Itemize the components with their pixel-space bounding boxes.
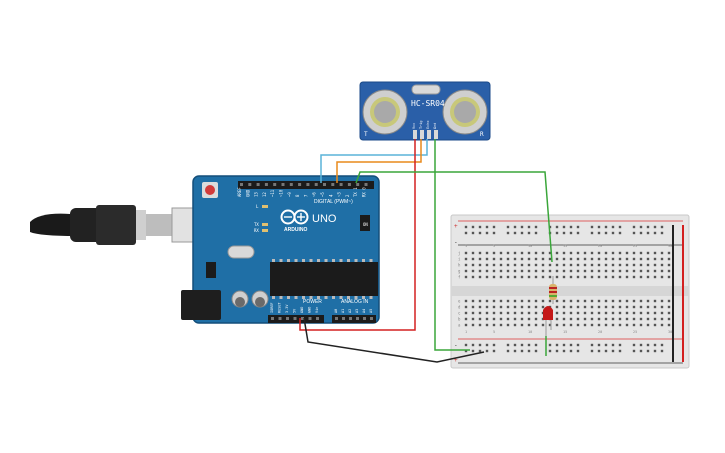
power-pin-label: 3.3V: [285, 304, 289, 313]
analog-pin-label: A4: [362, 309, 366, 313]
digital-pin-label: 13: [254, 192, 259, 197]
row-letter: c: [458, 311, 461, 316]
power-pin-label: IOREF: [270, 302, 274, 313]
power-jack: [181, 290, 221, 320]
analog-pin-label: A3: [355, 309, 359, 313]
analog-pin-label: A1: [341, 309, 345, 313]
digital-pin-label: 7: [303, 194, 308, 197]
column-number: 5: [493, 330, 495, 334]
wire-echo: [320, 139, 428, 183]
column-number: 15: [563, 244, 567, 248]
digital-pin-label: AREF: [237, 187, 242, 197]
analog-label: ANALOG IN: [341, 299, 369, 305]
sensor-model-label: HC-SR04: [411, 99, 445, 108]
wire-vcc: [299, 139, 416, 331]
digital-pin-label: ~9: [287, 192, 292, 197]
digital-pin-label: TX 1: [353, 187, 358, 197]
column-number: 5: [493, 244, 495, 248]
sensor-r-label: R: [480, 131, 484, 138]
row-letter: e: [458, 299, 461, 304]
row-letter: a: [458, 323, 461, 328]
column-number: 20: [598, 244, 602, 248]
analog-pin-label: A0: [334, 309, 338, 313]
power-pin-label: RESET: [278, 302, 282, 313]
analog-pin-label: A2: [348, 309, 352, 313]
row-letter: j: [458, 251, 460, 256]
row-letter: d: [458, 305, 461, 310]
sensor-pin-label: Gnd: [433, 123, 437, 129]
digital-label: DIGITAL (PWM~): [314, 199, 353, 205]
on-label: ON: [363, 222, 368, 227]
digital-pin-label: 4: [328, 194, 333, 197]
sensor-pin-label: Echo: [426, 121, 430, 129]
digital-pin-label: ~6: [312, 192, 317, 197]
wire-sensor-gnd: [434, 139, 470, 351]
digital-header: [238, 181, 374, 189]
digital-pin-label: ~5: [320, 192, 325, 197]
power-label: POWER: [303, 299, 322, 305]
sensor-t-label: T: [364, 131, 368, 138]
analog-header: [332, 315, 376, 323]
power-pin-label: 5V: [293, 308, 297, 313]
microcontroller-chip: [270, 262, 378, 296]
row-letter: h: [458, 263, 461, 268]
column-number: 25: [633, 330, 637, 334]
digital-pin-label: 12: [262, 192, 267, 197]
column-number: 15: [563, 330, 567, 334]
usb-cable: [30, 205, 199, 245]
digital-pin-label: ~10: [279, 189, 284, 197]
column-number: 10: [528, 330, 532, 334]
receiver: [442, 89, 488, 135]
digital-pin-label: ~3: [337, 192, 342, 197]
column-number: 10: [528, 244, 532, 248]
column-number: 1: [465, 244, 467, 248]
wire-gnd: [303, 317, 485, 363]
power-pin-label: Vin: [315, 307, 319, 313]
led: [543, 306, 553, 336]
column-number: 30: [668, 244, 672, 248]
power-pin-label: GND: [300, 307, 304, 313]
rail-plus-bottom: +: [454, 357, 458, 364]
power-pin-label: GND: [308, 307, 312, 313]
digital-pin-label: RX 0: [362, 187, 367, 197]
row-letter: i: [458, 257, 461, 262]
wire-led: [355, 171, 553, 263]
digital-pin-label: GND: [245, 189, 250, 197]
tx-label: TX: [254, 222, 259, 227]
row-letter: b: [458, 317, 461, 322]
sensor-pin-label: Vcc: [412, 123, 416, 129]
digital-pin-label: 2: [345, 194, 350, 197]
analog-pin-label: A5: [369, 309, 373, 313]
column-number: 20: [598, 330, 602, 334]
column-number: 1: [465, 330, 467, 334]
wires: [299, 139, 553, 363]
digital-pin-label: 8: [295, 194, 300, 197]
wire-trig: [336, 139, 422, 183]
l-label: L: [256, 204, 259, 209]
sensor-pin-label: Trig: [419, 121, 423, 129]
transmitter: [362, 89, 408, 135]
digital-pin-label: ~11: [270, 189, 275, 197]
rail-minus-top: -: [454, 239, 458, 246]
rx-label: RX: [254, 228, 259, 233]
arduino-label: ARDUINO: [284, 227, 307, 233]
column-number: 25: [633, 244, 637, 248]
rail-plus-top: +: [454, 223, 458, 230]
arduino-logo: [280, 209, 309, 225]
row-letter: g: [458, 269, 461, 274]
uno-label: UNO: [312, 213, 337, 225]
resistor: [549, 276, 557, 304]
rail-minus-bottom: -: [454, 342, 458, 349]
row-letter: f: [458, 275, 461, 280]
column-number: 30: [668, 330, 672, 334]
